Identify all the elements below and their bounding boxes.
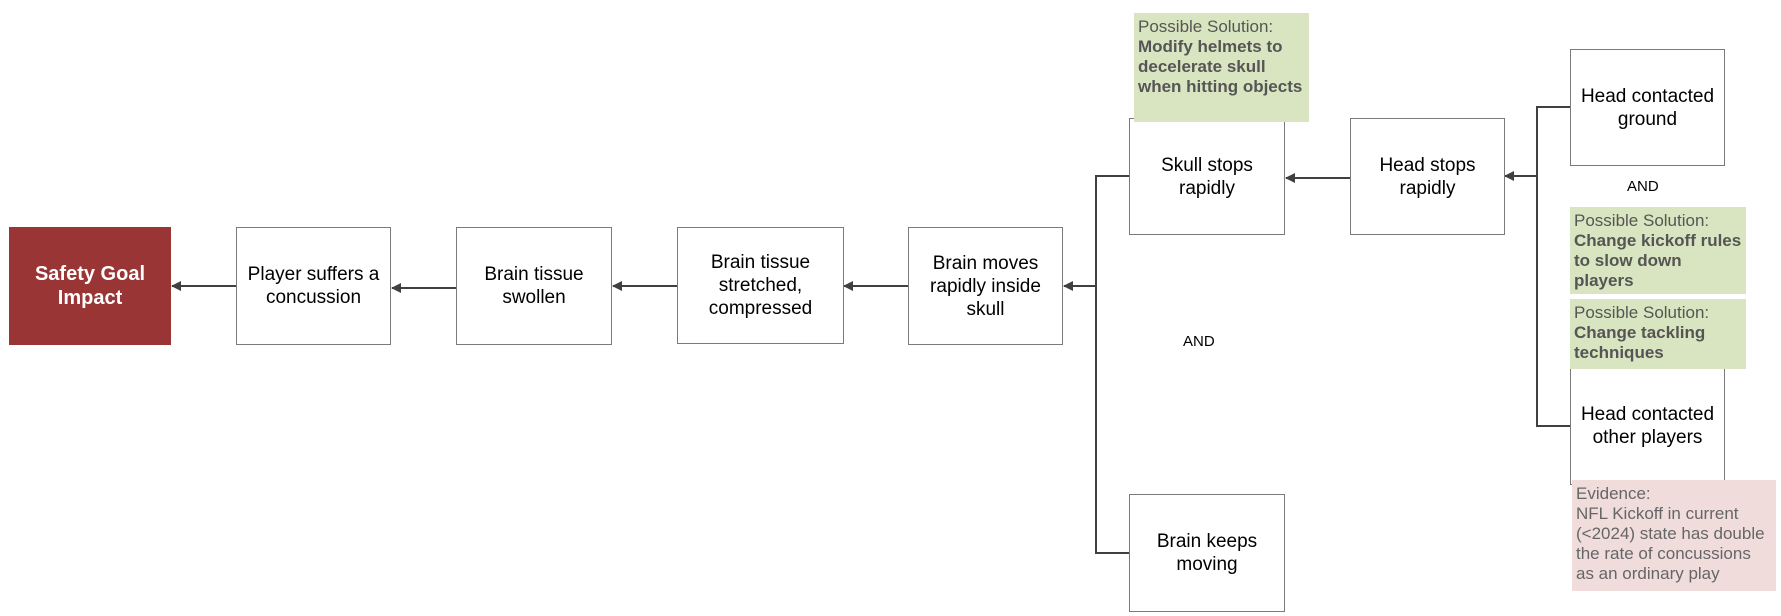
and-gate-2-label: AND — [1627, 178, 1659, 195]
node-skull-stops: Skull stops rapidly — [1129, 118, 1285, 235]
evidence-note: Evidence: NFL Kickoff in current (<2024)… — [1572, 480, 1776, 591]
node-head-stops-label: Head stops rapidly — [1379, 154, 1476, 199]
node-brain-moves-label: Brain moves rapidly inside skull — [930, 252, 1041, 320]
solution-note-tackling-text: Change tackling techniques — [1574, 323, 1706, 362]
node-head-contacted-ground: Head contacted ground — [1570, 49, 1725, 166]
solution-note-kickoff: Possible Solution: Change kickoff rules … — [1570, 207, 1746, 294]
node-skull-stops-label: Skull stops rapidly — [1161, 154, 1253, 199]
node-head-stops: Head stops rapidly — [1350, 118, 1505, 235]
goal-label: Safety Goal Impact — [34, 263, 146, 309]
evidence-note-heading: Evidence: — [1576, 484, 1651, 503]
solution-note-helmets-heading: Possible Solution: — [1138, 17, 1274, 36]
and-1-bracket — [1095, 175, 1129, 554]
node-brain-moves: Brain moves rapidly inside skull — [908, 227, 1063, 345]
node-concussion: Player suffers a concussion — [236, 227, 391, 345]
node-stretched: Brain tissue stretched, compressed — [677, 227, 844, 344]
solution-note-tackling-heading: Possible Solution: — [1574, 303, 1710, 322]
and-2-bracket — [1536, 106, 1570, 427]
node-head-contacted-players: Head contacted other players — [1570, 367, 1725, 485]
node-stretched-label: Brain tissue stretched, compressed — [708, 252, 813, 319]
solution-note-kickoff-text: Change kickoff rules to slow down player… — [1574, 231, 1742, 290]
node-brain-keeps-moving: Brain keeps moving — [1129, 494, 1285, 612]
and-gate-1-label: AND — [1183, 333, 1215, 350]
solution-note-helmets: Possible Solution: Modify helmets to dec… — [1134, 13, 1309, 122]
safety-goal-impact-box: Safety Goal Impact — [9, 227, 171, 345]
node-swollen: Brain tissue swollen — [456, 227, 612, 345]
node-brain-keeps-moving-label: Brain keeps moving — [1156, 531, 1258, 575]
solution-note-tackling: Possible Solution: Change tackling techn… — [1570, 299, 1746, 369]
node-head-contacted-ground-label: Head contacted ground — [1580, 85, 1715, 130]
node-head-contacted-players-label: Head contacted other players — [1580, 404, 1715, 448]
node-swollen-label: Brain tissue swollen — [484, 264, 584, 308]
solution-note-kickoff-heading: Possible Solution: — [1574, 211, 1710, 230]
evidence-note-text: NFL Kickoff in current (<2024) state has… — [1576, 504, 1765, 583]
solution-note-helmets-text: Modify helmets to decelerate skull when … — [1138, 37, 1303, 96]
node-concussion-label: Player suffers a concussion — [247, 264, 380, 308]
